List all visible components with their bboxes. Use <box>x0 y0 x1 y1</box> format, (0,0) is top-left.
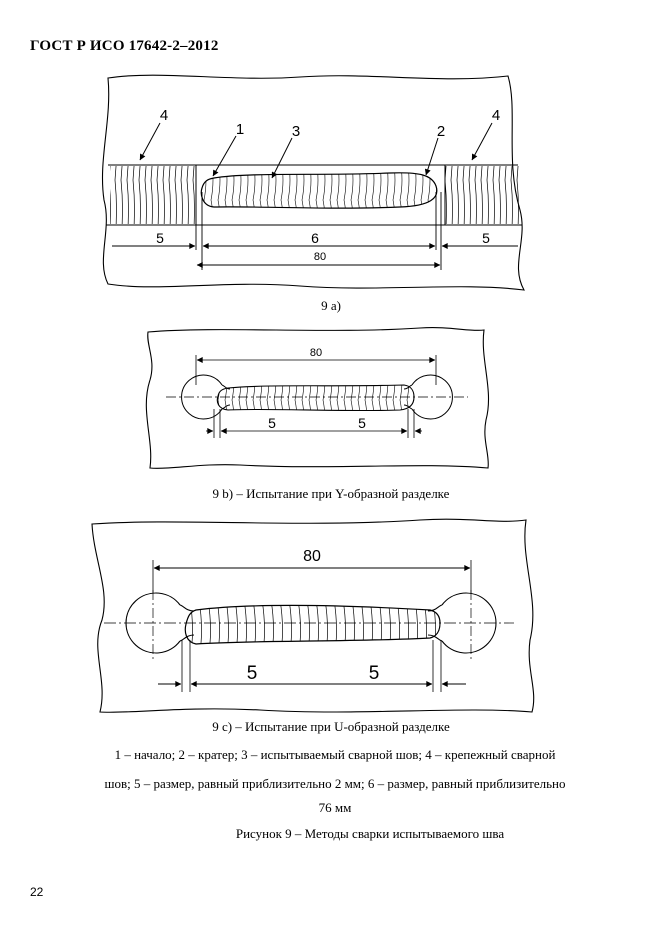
dim-b-left: 5 <box>268 415 276 431</box>
callout-1: 1 <box>236 121 244 138</box>
callout-4-right: 4 <box>492 107 500 124</box>
callout-3: 3 <box>292 123 300 140</box>
dim-a-middle: 6 <box>311 230 319 246</box>
callout-4-left: 4 <box>160 107 168 124</box>
figure-title: Рисунок 9 – Методы сварки испытываемого … <box>235 826 505 841</box>
dim-b-right: 5 <box>358 415 366 431</box>
caption-9b: 9 b) – Испытание при Y-образной разделке <box>212 486 450 501</box>
test-weld-bead-b <box>216 384 415 412</box>
legend-line-1: 1 – начало; 2 – кратер; 3 – испытываемый… <box>114 747 556 762</box>
legend-line-2: шов; 5 – размер, равный приблизительно 2… <box>104 776 566 791</box>
dim-c-left: 5 <box>247 663 258 684</box>
test-weld-bead-a <box>200 172 438 209</box>
figure-9b <box>145 327 490 469</box>
dim-a-left: 5 <box>156 230 164 246</box>
test-weld-bead-c <box>184 604 441 645</box>
callout-2: 2 <box>437 123 445 140</box>
dim-c-total: 80 <box>303 548 321 565</box>
dim-b-total: 80 <box>310 347 322 359</box>
figure-legend: 1 – начало; 2 – кратер; 3 – испытываемый… <box>40 740 630 818</box>
dim-c-right: 5 <box>369 663 380 684</box>
figure-9b-outline <box>145 327 490 469</box>
figure-9a-outline <box>101 74 526 291</box>
document-header: ГОСТ Р ИСО 17642-2–2012 <box>30 38 219 54</box>
dim-a-right: 5 <box>482 230 490 246</box>
page-number: 22 <box>30 885 44 899</box>
legend-line-3: 76 мм <box>318 800 352 815</box>
figure-9a <box>101 74 526 291</box>
caption-9c: 9 c) – Испытание при U-образной разделке <box>212 719 450 734</box>
caption-9a: 9 a) <box>321 298 341 313</box>
figure-9c <box>91 518 535 713</box>
dim-a-total: 80 <box>314 251 326 263</box>
figure-9c-outline <box>91 518 535 713</box>
